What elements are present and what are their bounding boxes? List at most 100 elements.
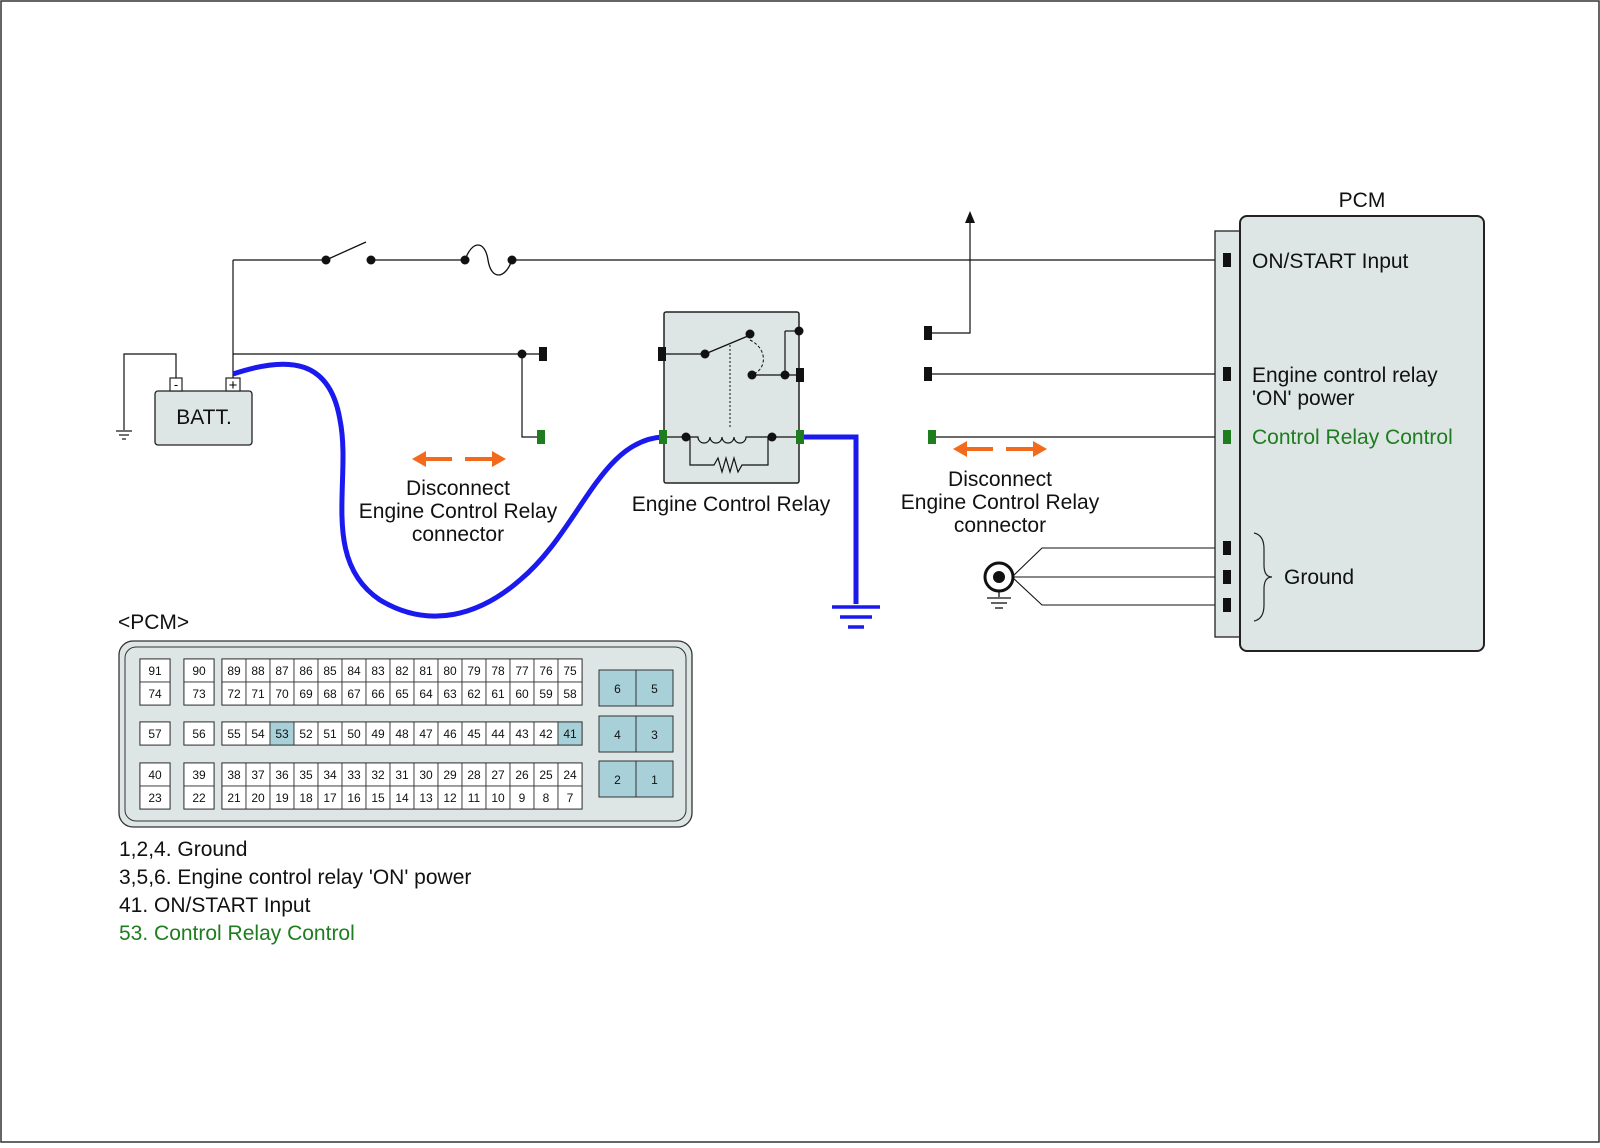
pcm-control-relay-control-label: Control Relay Control: [1252, 426, 1453, 449]
connector-power-pin-label: 5: [651, 682, 658, 696]
connector-pin-label: 70: [275, 687, 289, 701]
connector-pin-label: 46: [443, 727, 457, 741]
connector-pin-label: 50: [347, 727, 361, 741]
battery-plus-sign: +: [229, 377, 238, 394]
disconnect-left-line2: Engine Control Relay: [359, 500, 558, 523]
connector-pin-label: 30: [419, 768, 433, 782]
connector-pin-label: 43: [515, 727, 529, 741]
pcm-ground-label: Ground: [1284, 566, 1354, 589]
connector-pin-label: 34: [323, 768, 337, 782]
right-connector-pin-control: [928, 430, 936, 444]
connector-pin-label: 13: [419, 791, 433, 805]
connector-pin-label: 42: [539, 727, 553, 741]
connector-pin: [139, 681, 171, 706]
right-connector-pin-power: [924, 367, 932, 381]
connector-pin: [183, 785, 215, 810]
connector-power-pin-label: 4: [614, 728, 621, 742]
connector-pin-label: 40: [148, 768, 162, 782]
connector-pin-label: 62: [467, 687, 481, 701]
connector-pin-label: 81: [419, 664, 433, 678]
connector-pin: [557, 785, 583, 810]
connector-power-pin: [635, 669, 674, 707]
arrow-up-icon: [965, 211, 975, 223]
connector-pin-label: 25: [539, 768, 553, 782]
connector-pin-label: 58: [563, 687, 577, 701]
connector-pin-label: 64: [419, 687, 433, 701]
connector-pin-label: 88: [251, 664, 265, 678]
connector-pin-label: 55: [227, 727, 241, 741]
connector-pin-label: 28: [467, 768, 481, 782]
pcm-relay-power-label-line1: Engine control relay: [1252, 364, 1438, 387]
connector-pin-label: 14: [395, 791, 409, 805]
connector-pin-label: 63: [443, 687, 457, 701]
connector-pin-label: 61: [491, 687, 505, 701]
connector-pin-label: 80: [443, 664, 457, 678]
connector-power-pin-label: 2: [614, 773, 621, 787]
legend-item-control-relay: 53. Control Relay Control: [119, 922, 355, 945]
connector-pin-label: 52: [299, 727, 313, 741]
connector-power-pin-label: 1: [651, 773, 658, 787]
connector-power-pin: [598, 715, 637, 753]
connector-pin-label: 56: [192, 727, 206, 741]
connector-pin-label: 37: [251, 768, 265, 782]
connector-pin: [557, 681, 583, 706]
connector-pin-label: 15: [371, 791, 385, 805]
connector-pin-label: 87: [275, 664, 289, 678]
connector-pin-label: 71: [251, 687, 265, 701]
connector-pin-label: 79: [467, 664, 481, 678]
connector-power-pin-label: 6: [614, 682, 621, 696]
engine-control-relay-label: Engine Control Relay: [632, 493, 831, 516]
connector-pin-label: 32: [371, 768, 385, 782]
connector-pin-label: 21: [227, 791, 241, 805]
connector-pin-label: 78: [491, 664, 505, 678]
connector-pin: [139, 721, 171, 746]
connector-pin-label: 51: [323, 727, 337, 741]
connector-pin-label: 31: [395, 768, 409, 782]
disconnect-right-line2: Engine Control Relay: [901, 491, 1100, 514]
battery-label: BATT.: [176, 406, 232, 429]
disconnect-right-line1: Disconnect: [948, 468, 1052, 491]
connector-pin-label: 47: [419, 727, 433, 741]
connector-pin-label: 77: [515, 664, 529, 678]
connector-pin-label: 69: [299, 687, 313, 701]
connector-pin-label: 16: [347, 791, 361, 805]
connector-pin-label: 48: [395, 727, 409, 741]
legend-item-on-start: 41. ON/START Input: [119, 894, 311, 917]
connector-pin-label: 75: [563, 664, 577, 678]
ignition-switch-icon: [321, 241, 376, 265]
signal-ground-icon: [983, 561, 1015, 609]
connector-pin-label: 17: [323, 791, 337, 805]
pcm-module: [1214, 215, 1485, 652]
legend-item-relay-power: 3,5,6. Engine control relay 'ON' power: [119, 866, 472, 889]
legend-item-ground: 1,2,4. Ground: [119, 838, 248, 861]
connector-pin-label: 74: [148, 687, 162, 701]
pcm-relay-power-label-line2: 'ON' power: [1252, 387, 1355, 410]
connector-pin-label: 65: [395, 687, 409, 701]
connector-pin-label: 29: [443, 768, 457, 782]
jumper-wire-ground: [804, 434, 859, 604]
connector-pin-label: 12: [443, 791, 457, 805]
connector-pin-label: 67: [347, 687, 361, 701]
chassis-ground-icon: [832, 605, 880, 629]
connector-pin-label: 86: [299, 664, 313, 678]
connector-pin: [557, 721, 583, 746]
right-connector-pin-start: [924, 326, 932, 340]
connector-power-pin: [635, 760, 674, 798]
pcm-connector-title: <PCM>: [118, 611, 189, 634]
connector-pin: [139, 785, 171, 810]
battery: - + BATT.: [154, 377, 253, 446]
connector-pin-label: 18: [299, 791, 313, 805]
left-connector-pin-control: [537, 430, 545, 444]
disconnect-left-line1: Disconnect: [406, 477, 510, 500]
connector-pin-label: 82: [395, 664, 409, 678]
connector-pin-label: 11: [468, 791, 481, 805]
connector-pin-label: 73: [192, 687, 206, 701]
engine-control-relay: [658, 311, 804, 484]
connector-pin-label: 54: [251, 727, 265, 741]
pcm-title: PCM: [1339, 189, 1386, 212]
connector-pin-label: 53: [275, 727, 289, 741]
connector-pin-label: 76: [539, 664, 553, 678]
